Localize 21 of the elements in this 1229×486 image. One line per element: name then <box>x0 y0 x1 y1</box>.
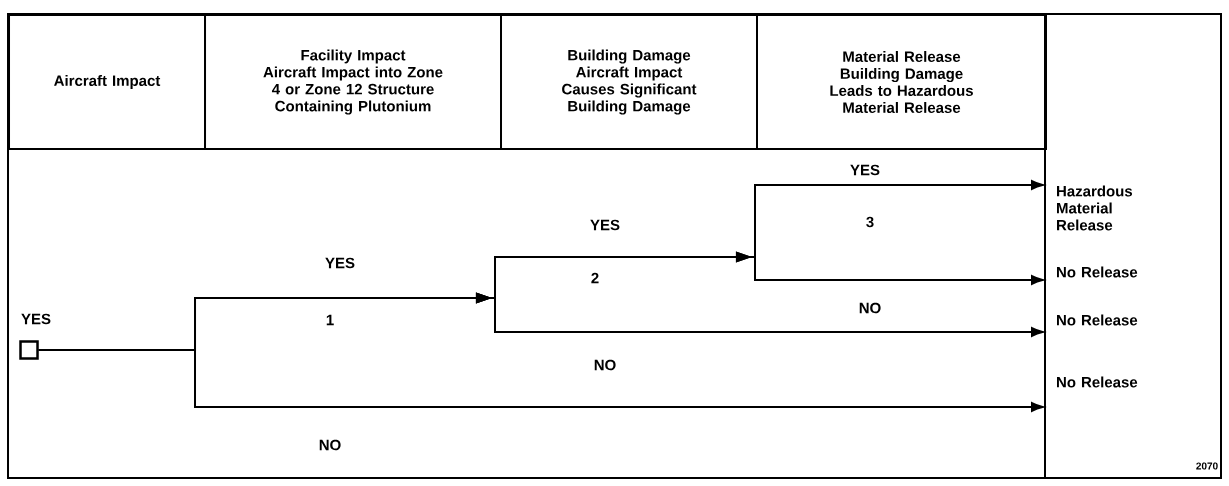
header-cell: Building Damage Aircraft Impact Causes Significant Building Damage <box>500 14 758 150</box>
arrow <box>37 349 1044 412</box>
header-cell: Facility Impact Aircraft Impact into Zone 4 or Zone 12 Structure Containing Plutonium <box>204 14 502 150</box>
branch-number: 2 <box>591 272 599 284</box>
branch-number: 3 <box>866 216 874 228</box>
outcome-label: Hazardous Material Release <box>1057 185 1133 231</box>
branch-number: 1 <box>326 314 334 326</box>
branch-label: YES <box>325 257 355 269</box>
outcome-label: No Release <box>1057 376 1138 388</box>
figure-number: 2070 <box>1196 462 1218 470</box>
branch-label: YES <box>590 219 620 231</box>
header-cell: Material Release Building Damage Leads to Hazardous Material Release <box>756 14 1047 150</box>
start-square <box>19 340 39 360</box>
outcome-label: No Release <box>1057 266 1138 278</box>
edge-label: NO <box>319 439 341 451</box>
edge-label: NO <box>859 302 881 314</box>
header-cell: Aircraft Impact <box>8 14 206 150</box>
outcome-label: No Release <box>1057 314 1138 326</box>
edge-label: YES <box>850 164 880 176</box>
start-label: YES <box>21 313 51 325</box>
edge-label: NO <box>594 359 616 371</box>
